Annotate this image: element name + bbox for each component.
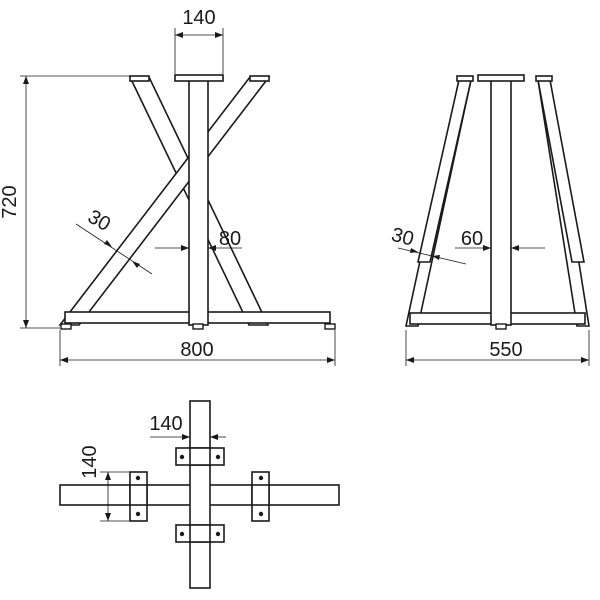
front-foot-left <box>60 323 72 330</box>
front-center-post <box>188 79 209 326</box>
side-right-brace <box>537 79 585 263</box>
front-top-plate-left <box>129 75 150 82</box>
dim-front-base-width: 800 <box>59 330 336 366</box>
side-center-post <box>490 79 512 326</box>
side-top-plate-center <box>477 74 525 82</box>
dim-front-height-label: 720 <box>0 185 21 218</box>
dim-front-post-width-label: 80 <box>219 228 241 250</box>
dim-side-base-width-label: 550 <box>489 339 522 361</box>
front-top-plate-center <box>174 74 224 82</box>
dim-side-leg-thickness-label: 30 <box>389 224 416 251</box>
side-top-plate-left <box>456 75 474 82</box>
side-foot-center <box>495 323 507 330</box>
dim-plan-bracket-height-label: 140 <box>79 445 101 478</box>
front-foot-center <box>192 323 204 330</box>
plan-vertical-beam <box>189 400 211 589</box>
dim-front-leg-thickness-label: 30 <box>84 206 114 236</box>
dim-side-post-width-label: 60 <box>461 228 483 250</box>
dim-plan-bracket-width-label: 140 <box>149 413 182 435</box>
plan-bolt-holes <box>135 454 264 537</box>
front-view: 140 720 30 80 <box>0 7 336 366</box>
dim-front-height: 720 <box>0 75 132 329</box>
plan-horizontal-beam-over-right <box>251 484 270 506</box>
plan-view: 140 140 <box>59 400 340 589</box>
plan-horizontal-beam-over-left <box>129 484 148 506</box>
dim-plan-bracket-height: 140 <box>79 445 129 522</box>
dim-side-base-width: 550 <box>405 330 590 366</box>
side-top-plate-right <box>535 75 553 82</box>
side-view: 30 60 550 <box>389 74 590 366</box>
plan-vertical-beam-over-top <box>189 447 211 466</box>
front-top-plate-right <box>249 75 270 82</box>
dim-front-top-width-label: 140 <box>182 7 215 29</box>
dim-front-base-width-label: 800 <box>180 339 213 361</box>
plan-vertical-beam-over-bottom <box>189 524 211 543</box>
dim-front-post-width: 80 <box>155 228 242 251</box>
dim-front-top-width: 140 <box>174 7 224 74</box>
dim-side-post-width: 60 <box>455 228 545 251</box>
dim-plan-bracket-width: 140 <box>149 413 226 446</box>
front-foot-right <box>324 323 336 330</box>
